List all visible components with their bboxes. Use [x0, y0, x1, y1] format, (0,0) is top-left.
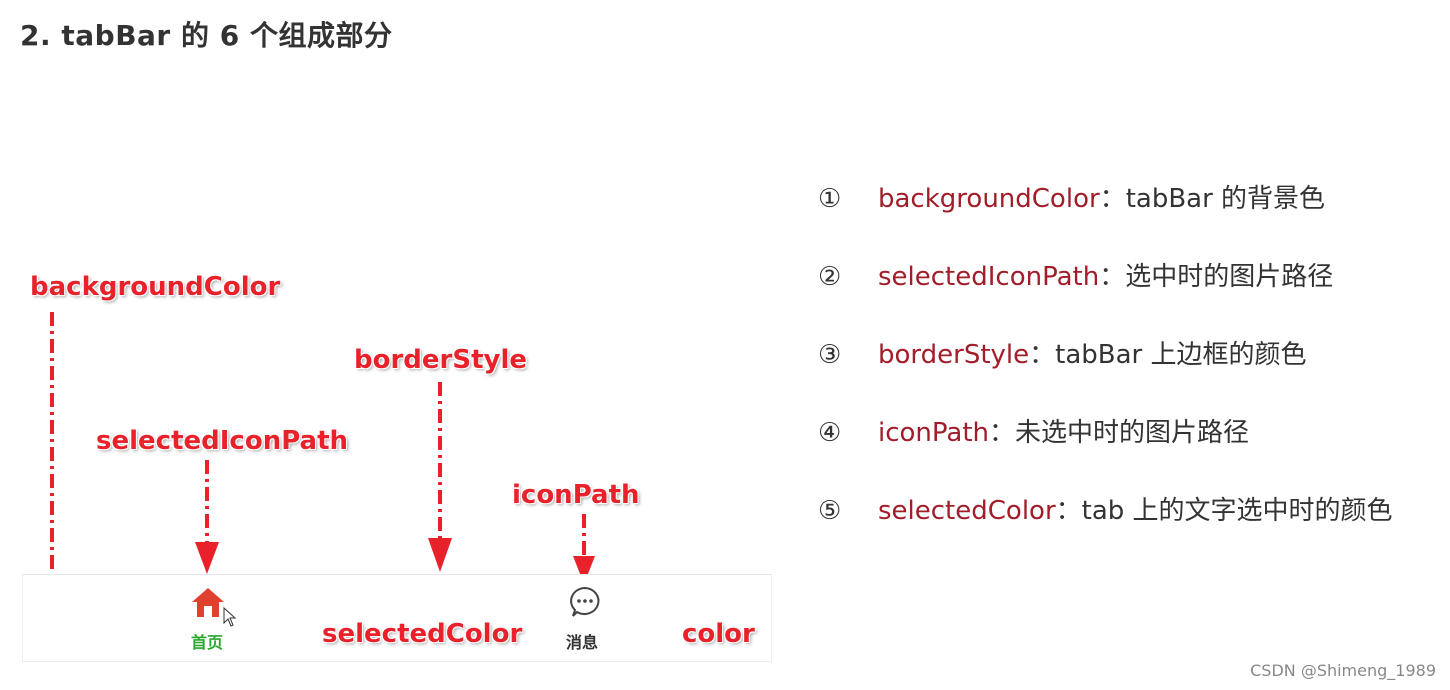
legend-description: tabBar 上边框的颜色 [1055, 340, 1307, 370]
arrowhead-border-style [428, 538, 452, 572]
legend-number: ① [818, 184, 842, 214]
legend-item: ③ borderStyle：tabBar 上边框的颜色 [818, 334, 1448, 374]
label-border-style: borderStyle [354, 345, 528, 375]
arrowhead-icon-path [573, 556, 595, 584]
legend-property: iconPath [878, 418, 990, 448]
legend-description: 未选中时的图片路径 [1015, 418, 1250, 448]
tab-home-label[interactable]: 首页 [191, 633, 224, 652]
legend-number: ③ [818, 340, 842, 370]
legend-item: ② selectedIconPath：选中时的图片路径 [818, 256, 1448, 296]
legend-number: ④ [818, 418, 842, 448]
mouse-cursor-icon [223, 607, 237, 627]
home-icon[interactable] [191, 585, 225, 619]
legend-property: backgroundColor [878, 184, 1100, 214]
legend-number: ⑤ [818, 496, 842, 526]
legend-description: tab 上的文字选中时的颜色 [1081, 496, 1393, 526]
tabbar-preview: 首页 消息 [22, 574, 772, 662]
legend-property: selectedColor [878, 496, 1056, 526]
label-color: color [682, 619, 755, 649]
legend-property: selectedIconPath [878, 262, 1100, 292]
legend-property: borderStyle [878, 340, 1030, 370]
tabbar-diagram: backgroundColor borderStyle selectedIcon… [22, 272, 772, 662]
tab-message-label[interactable]: 消息 [566, 633, 599, 652]
legend-number: ② [818, 262, 842, 292]
legend-separator: ： [1029, 340, 1056, 370]
legend-item: ① backgroundColor：tabBar 的背景色 [818, 178, 1448, 218]
label-selected-color: selectedColor [322, 619, 523, 649]
legend-item: ⑤ selectedColor：tab 上的文字选中时的颜色 [818, 490, 1448, 530]
legend-separator: ： [1099, 262, 1126, 292]
arrowhead-selected-icon-path [195, 542, 219, 574]
legend-separator: ： [1055, 496, 1082, 526]
chat-bubble-icon[interactable] [568, 585, 602, 619]
label-background-color: backgroundColor [30, 272, 281, 302]
watermark: CSDN @Shimeng_1989 [1250, 661, 1436, 680]
legend-separator: ： [1099, 184, 1126, 214]
slide-title: 2. tabBar 的 6 个组成部分 [20, 19, 393, 52]
legend-description: 选中时的图片路径 [1125, 262, 1334, 292]
legend-separator: ： [989, 418, 1016, 448]
label-selected-icon-path: selectedIconPath [96, 426, 349, 456]
legend-description: tabBar 的背景色 [1125, 184, 1326, 214]
legend-item: ④ iconPath：未选中时的图片路径 [818, 412, 1448, 452]
label-icon-path: iconPath [512, 480, 640, 510]
